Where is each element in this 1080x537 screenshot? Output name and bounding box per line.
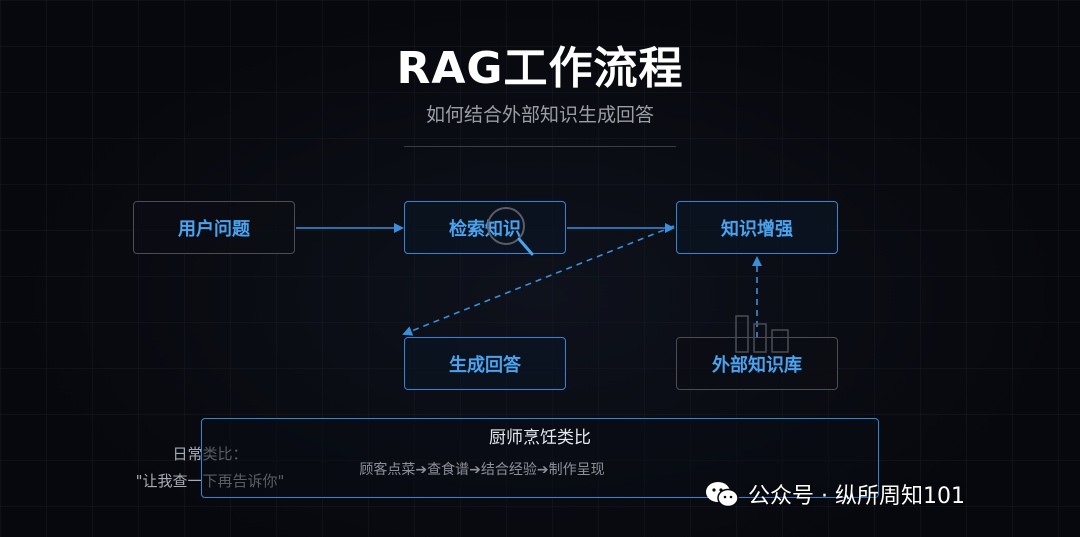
arrow-augment-to-generate [402, 225, 675, 336]
analogy-steps: 顾客点菜➔查食谱➔结合经验➔制作呈现 [359, 462, 605, 478]
watermark: 公众号 · 纵所周知101 [704, 479, 965, 509]
node-generate-answer: 生成回答 [404, 337, 566, 390]
title-divider [404, 146, 676, 147]
node-knowledge-augment-label: 知识增强 [721, 218, 793, 240]
page-title: RAG工作流程 [396, 43, 684, 94]
node-user-question: 用户问题 [133, 201, 295, 254]
books-icon [735, 315, 789, 353]
node-generate-answer-label: 生成回答 [449, 354, 521, 376]
analogy-title: 厨师烹饪类比 [489, 428, 591, 448]
node-user-question-label: 用户问题 [178, 218, 250, 240]
node-external-kb: 外部知识库 [676, 337, 838, 390]
analogy-box: 厨师烹饪类比 顾客点菜➔查食谱➔结合经验➔制作呈现 [201, 418, 879, 498]
node-retrieve-knowledge-label: 检索知识 [449, 218, 521, 240]
node-external-kb-label: 外部知识库 [712, 354, 802, 376]
watermark-text: 公众号 · 纵所周知101 [748, 484, 965, 509]
magnifier-icon [487, 207, 534, 256]
node-knowledge-augment: 知识增强 [676, 201, 838, 254]
wechat-icon [706, 482, 739, 508]
node-retrieve-knowledge: 检索知识 [404, 201, 566, 254]
page-subtitle: 如何结合外部知识生成回答 [425, 104, 654, 126]
